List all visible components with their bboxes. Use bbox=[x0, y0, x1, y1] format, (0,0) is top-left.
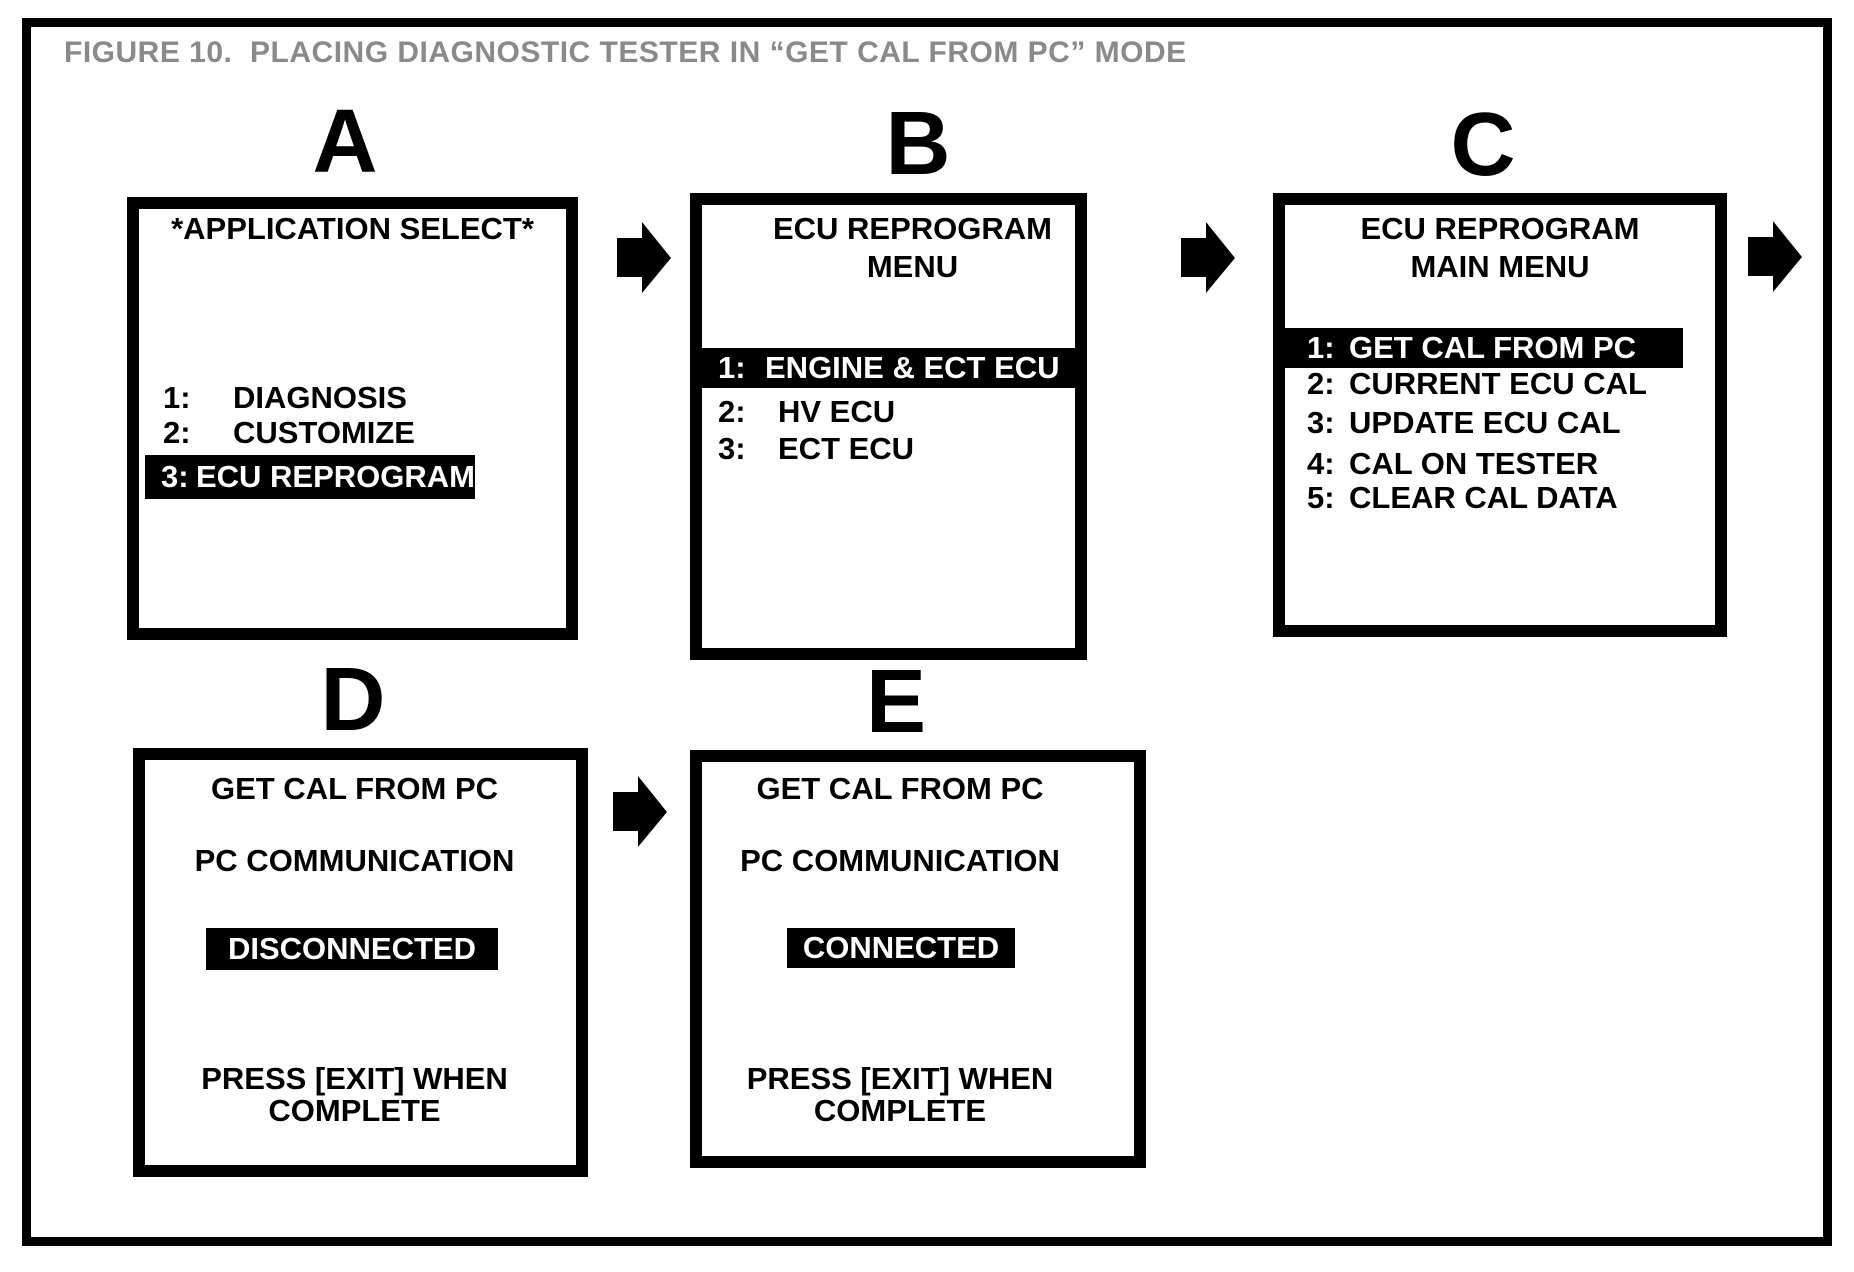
menu-item-label: CLEAR CAL DATA bbox=[1349, 480, 1618, 515]
screen-a-application-select: *APPLICATION SELECT* 1:DIAGNOSIS 2:CUSTO… bbox=[127, 197, 578, 640]
footer-line: PRESS [EXIT] WHEN bbox=[746, 1061, 1054, 1096]
step-label-d: D bbox=[320, 650, 386, 750]
menu-item-label: UPDATE ECU CAL bbox=[1349, 405, 1621, 440]
menu-item: 4:CAL ON TESTER bbox=[1307, 446, 1599, 481]
menu-item-highlighted: 1:ENGINE & ECT ECU bbox=[702, 348, 1087, 388]
screen-subtitle: PC COMMUNICATION bbox=[740, 843, 1060, 878]
menu-item: 3:ECT ECU bbox=[718, 431, 915, 466]
menu-item: 3:UPDATE ECU CAL bbox=[1307, 405, 1621, 440]
menu-item-highlighted: 3:ECU REPROGRAM bbox=[145, 455, 475, 499]
step-label-e: E bbox=[865, 652, 927, 752]
arrow-right-icon bbox=[613, 776, 667, 847]
figure-title: FIGURE 10. PLACING DIAGNOSTIC TESTER IN … bbox=[64, 36, 1187, 69]
menu-item-label: CUSTOMIZE bbox=[233, 415, 415, 450]
menu-item-label: DIAGNOSIS bbox=[233, 380, 407, 415]
screen-e-pc-communication-connected: GET CAL FROM PC PC COMMUNICATION CONNECT… bbox=[690, 750, 1146, 1168]
step-label-a: A bbox=[312, 92, 378, 192]
arrow-right-icon bbox=[617, 222, 671, 293]
screen-title: *APPLICATION SELECT* bbox=[171, 211, 534, 246]
step-label-b: B bbox=[885, 94, 951, 194]
menu-item-label: ECU REPROGRAM bbox=[195, 459, 475, 494]
menu-item-label: HV ECU bbox=[778, 394, 896, 429]
status-badge-disconnected: DISCONNECTED bbox=[206, 928, 498, 970]
menu-item: 2:CUSTOMIZE bbox=[163, 415, 415, 450]
arrow-right-icon bbox=[1748, 221, 1802, 292]
menu-item-label: ECT ECU bbox=[778, 431, 915, 466]
menu-item-label: GET CAL FROM PC bbox=[1349, 330, 1637, 365]
arrow-right-icon bbox=[1181, 222, 1235, 293]
footer-line: COMPLETE bbox=[813, 1093, 987, 1128]
status-badge-connected: CONNECTED bbox=[787, 928, 1015, 968]
menu-item: 2:CURRENT ECU CAL bbox=[1307, 366, 1647, 401]
screen-d-pc-communication-disconnected: GET CAL FROM PC PC COMMUNICATION DISCONN… bbox=[133, 748, 588, 1177]
menu-item-highlighted: 1:GET CAL FROM PC bbox=[1285, 328, 1683, 368]
menu-item-label: CAL ON TESTER bbox=[1349, 446, 1599, 481]
footer-line: PRESS [EXIT] WHEN bbox=[201, 1061, 508, 1096]
menu-item-label: ENGINE & ECT ECU bbox=[765, 350, 1060, 385]
screen-subtitle: PC COMMUNICATION bbox=[194, 843, 515, 878]
menu-item-label: CURRENT ECU CAL bbox=[1349, 366, 1647, 401]
step-label-c: C bbox=[1450, 95, 1516, 195]
screen-title: GET CAL FROM PC bbox=[210, 771, 499, 806]
menu-item: 5:CLEAR CAL DATA bbox=[1307, 480, 1618, 515]
footer-line: COMPLETE bbox=[268, 1093, 441, 1128]
menu-item: 1:DIAGNOSIS bbox=[163, 380, 407, 415]
screen-title: GET CAL FROM PC bbox=[756, 771, 1044, 806]
menu-item: 2:HV ECU bbox=[718, 394, 896, 429]
